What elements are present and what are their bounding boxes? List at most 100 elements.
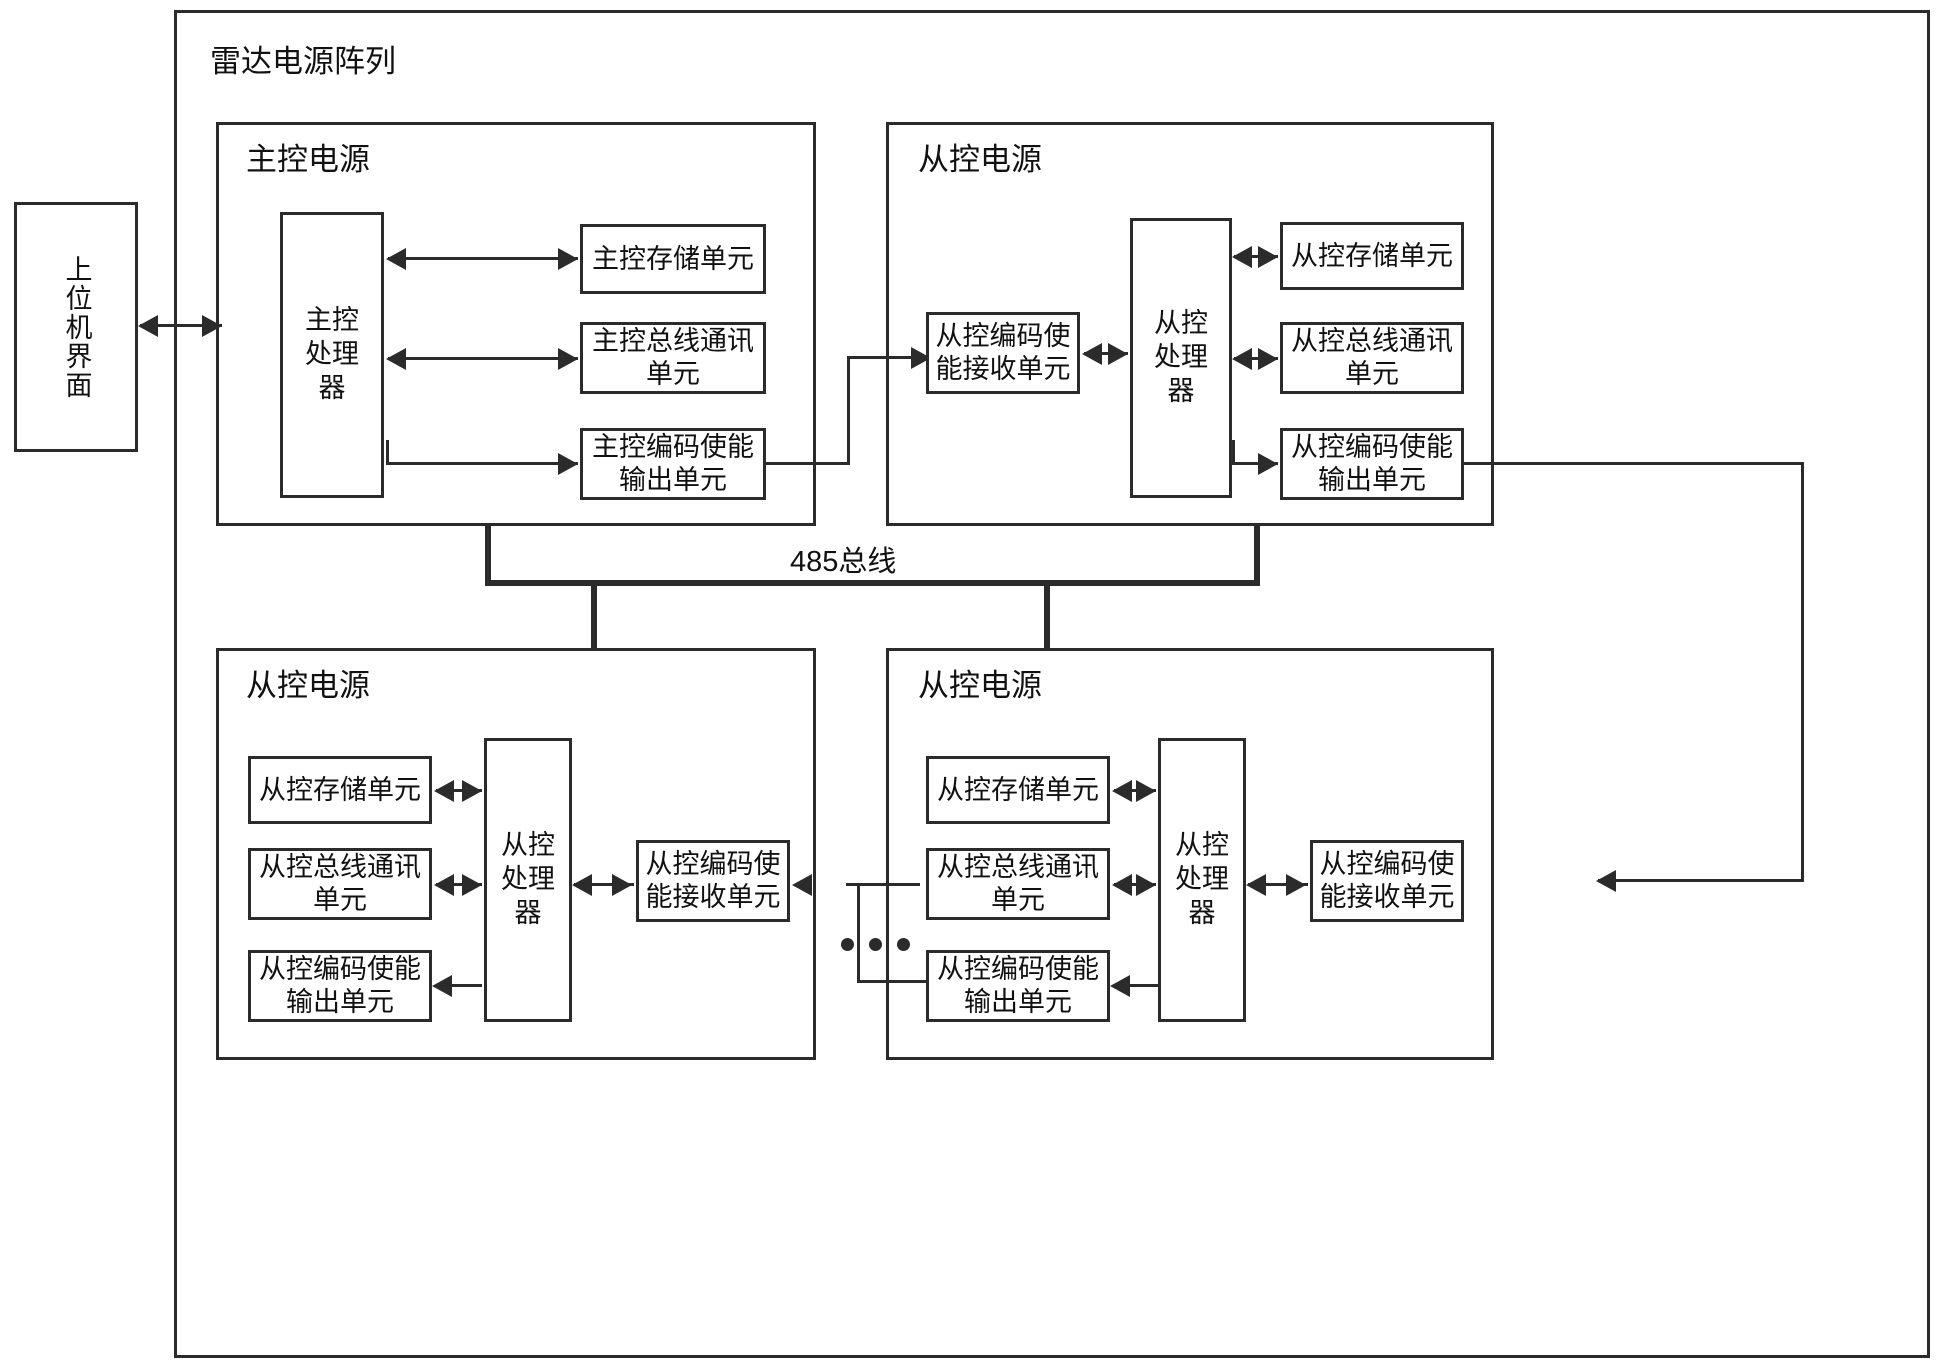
slave3-proc-encode-arrow [1110,975,1130,997]
slave2-proc-recv-arrow-left [572,874,592,896]
slave3-bus-comm-box: 从控总线通讯 单元 [926,848,1110,920]
master-power-title: 主控电源 [246,142,370,177]
slave3-encode-output-label-line1: 从控编码使能 [937,954,1099,985]
slave2-processor-label: 从控处理器 [501,830,555,928]
master-bus-comm-box: 主控总线通讯 单元 [580,322,766,394]
slave3-encode-receive-label-line2: 能接收单元 [1319,882,1455,912]
slave2-power-title: 从控电源 [246,668,370,703]
slave3-bus-comm-label-line1: 从控总线通讯 [937,852,1099,883]
slave3-bus-proc-arrow-right [1136,874,1156,896]
slave3-storage-label: 从控存储单元 [937,774,1099,805]
slave3-encode-receive-label-line1: 从控编码使 [1319,849,1455,880]
slave1-encode-receive-label-line2: 能接收单元 [935,354,1071,384]
radar-power-array-title: 雷达电源阵列 [210,44,396,79]
host-link-line [140,324,222,327]
slave2-proc-recv-line [574,883,634,886]
slave1-recv-proc-line [1084,352,1128,355]
master-to-slave1-seg-a [766,462,850,465]
slave3-encode-output-box: 从控编码使能 输出单元 [926,950,1110,1022]
bus-label: 485总线 [790,546,897,578]
slave3-storage-proc-arrow-left [1112,780,1132,802]
slave2-encode-output-label-line2: 输出单元 [286,987,394,1017]
slave3-out-to-slave2-seg-c [857,980,935,983]
slave3-processor-label: 从控处理器 [1175,830,1229,928]
slave1-power-title: 从控电源 [918,142,1042,177]
master-bus-comm-label-line1: 主控总线通讯 [592,326,754,357]
slave3-proc-recv-line [1248,883,1308,886]
slave3-proc-recv-arrow-right [1286,874,1306,896]
slave3-out-to-slave2-seg-a [846,883,920,886]
slave2-bus-comm-box: 从控总线通讯 单元 [248,848,432,920]
slave1-out-seg-b [1801,462,1804,882]
slave3-storage-proc-line [1114,789,1156,792]
slave3-proc-recv-arrow-left [1246,874,1266,896]
slave1-out-seg-a [1464,462,1804,465]
slave1-proc-storage-line [1234,255,1278,258]
master-to-slave1-seg-c [847,356,919,359]
master-proc-storage-arrow-left [386,248,406,270]
slave2-processor-box: 从控处理器 [484,738,572,1022]
slave3-processor-box: 从控处理器 [1158,738,1246,1022]
slave1-proc-bus-arrow-right [1258,348,1278,370]
slave2-storage-proc-arrow-left [434,780,454,802]
slave2-bus-proc-arrow-right [462,874,482,896]
master-proc-bus-arrow-right [558,348,578,370]
slave1-storage-label: 从控存储单元 [1291,240,1453,271]
slave1-out-arrow [1596,870,1616,892]
slave1-proc-storage-arrow-right [1258,246,1278,268]
slave3-storage-box: 从控存储单元 [926,756,1110,824]
slave2-bus-proc-line [436,883,482,886]
slave2-storage-proc-arrow-right [462,780,482,802]
bus-stub-master [485,526,491,584]
slave2-bus-comm-label-line2: 单元 [313,885,367,915]
slave1-recv-proc-arrow-left [1082,343,1102,365]
slave1-proc-encode-line [1232,462,1278,465]
slave1-encode-output-label-line2: 输出单元 [1318,465,1426,495]
slave1-proc-bus-line [1234,357,1278,360]
master-storage-box: 主控存储单元 [580,224,766,294]
master-proc-encode-arrow [558,453,578,475]
slave3-power-title: 从控电源 [918,668,1042,703]
slave1-proc-bus-arrow-left [1232,348,1252,370]
slave1-proc-encode-drop [1232,440,1235,464]
slave3-encode-receive-box: 从控编码使 能接收单元 [1310,840,1464,922]
master-proc-encode-line [386,462,578,465]
slave2-proc-encode-arrow [432,975,452,997]
master-proc-bus-arrow-left [386,348,406,370]
slave1-processor-box: 从控处理器 [1130,218,1232,498]
master-proc-encode-drop [386,440,389,464]
slave1-storage-box: 从控存储单元 [1280,222,1464,290]
slave3-bus-comm-label-line2: 单元 [991,885,1045,915]
slave2-power-panel [216,648,816,1060]
slave1-out-seg-c [1598,879,1804,882]
bus-stub-slave2 [591,580,597,650]
master-encode-output-label-line1: 主控编码使能 [592,432,754,463]
slave3-proc-encode-line [1126,984,1160,987]
master-processor-box: 主控处理器 [280,212,384,498]
master-encode-output-box: 主控编码使能 输出单元 [580,428,766,500]
slave1-proc-encode-arrow [1258,453,1278,475]
master-processor-label: 主控处理器 [305,305,359,403]
slave2-encode-output-box: 从控编码使能 输出单元 [248,950,432,1022]
slave2-storage-box: 从控存储单元 [248,756,432,824]
slave3-bus-proc-line [1114,883,1156,886]
slave3-storage-proc-arrow-right [1136,780,1156,802]
master-proc-storage-arrow-right [558,248,578,270]
master-storage-label: 主控存储单元 [592,243,754,274]
slave1-encode-output-box: 从控编码使能 输出单元 [1280,428,1464,500]
master-encode-output-label-line2: 输出单元 [619,465,727,495]
slave1-proc-storage-arrow-left [1232,246,1252,268]
ellipsis-indicator [841,938,910,951]
slave1-encode-receive-box: 从控编码使 能接收单元 [926,312,1080,394]
slave2-encode-receive-label-line2: 能接收单元 [645,882,781,912]
host-interface-box: 上位机界面 [14,202,138,452]
slave1-encode-output-label-line1: 从控编码使能 [1291,432,1453,463]
slave1-power-panel [886,122,1494,526]
master-proc-bus-line [388,357,578,360]
slave1-encode-receive-label-line1: 从控编码使 [935,321,1071,352]
bus-stub-slave1 [1254,526,1260,584]
host-link-arrow-left [138,315,158,337]
slave3-power-panel [886,648,1494,1060]
host-interface-label: 上位机界面 [61,254,92,400]
